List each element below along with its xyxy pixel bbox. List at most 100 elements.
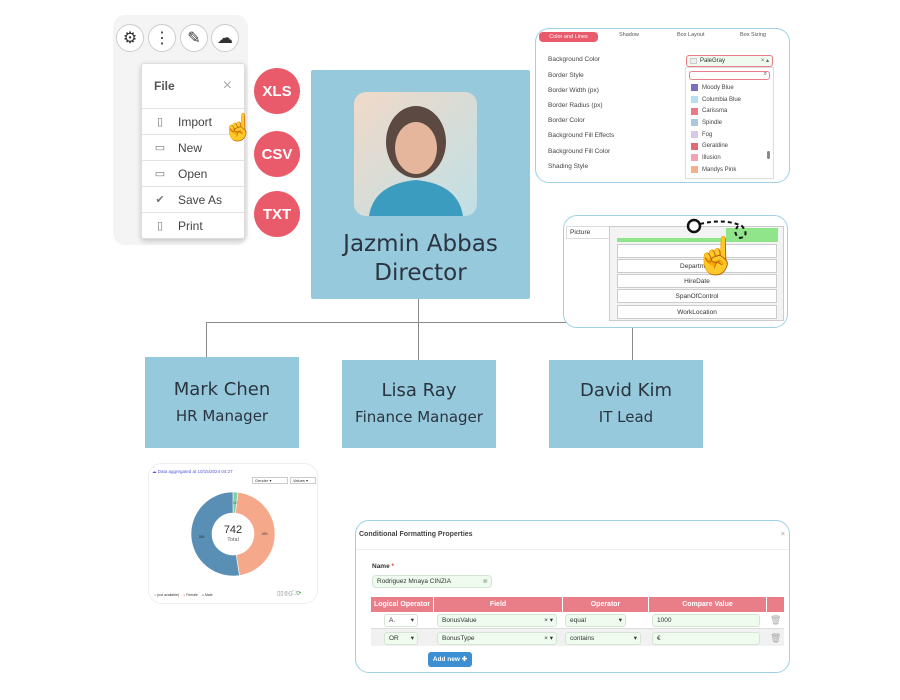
background-color-select[interactable]: PaleGray × ▴ [686,55,773,67]
trash-icon[interactable]: 🗑 [770,633,782,643]
color-option[interactable]: Illusion [686,152,773,164]
field-item[interactable] [617,244,777,258]
aggregation-timestamp: ☁ Data aggregated at 10/15/2024 04:27 [152,469,233,474]
field-item[interactable]: HireDate [617,274,777,288]
operator-select[interactable]: contains▾ [565,632,641,645]
value-select[interactable]: Values ▾ [290,477,316,484]
color-option[interactable]: Geraldine [686,140,773,152]
color-option[interactable]: Spindle [686,117,773,129]
legend-dot-icon: ● [183,593,186,597]
cloud-icon[interactable]: ☁ [211,24,239,52]
clear-icon[interactable]: ⊗ [482,578,488,585]
color-swatch [691,119,698,127]
name-label: Name * [372,563,395,570]
org-node-root[interactable]: Jazmin Abbas Director [311,70,530,299]
color-swatch [691,107,698,115]
field-item[interactable]: SpanOfControl [617,289,777,303]
dialog-title: Conditional Formatting Properties [359,531,473,538]
xls-badge[interactable]: XLS [254,68,300,114]
slice-label: 14 [233,501,237,505]
color-option[interactable]: Fog [686,129,773,141]
selected-color: PaleGray [700,58,726,64]
menu-label: Print [178,218,203,233]
select-value: Gender [255,478,269,483]
color-swatch [691,142,698,150]
node-name: Jazmin Abbas [343,231,498,257]
color-option[interactable]: Mandys Pink [686,164,773,176]
export-icons[interactable]: ▯▯◎▯⛶⟳ [277,591,302,597]
menu-label: Save As [178,192,223,207]
close-icon[interactable]: × [222,77,232,94]
menu-item-save-as[interactable]: ✔Save As [142,186,244,212]
tab-shadow[interactable]: Shadow [619,32,639,38]
node-name: Lisa Ray [381,380,457,401]
slice-label: 339 [262,532,268,536]
pdf-icon: ▯ [156,220,164,232]
column-header [767,597,784,612]
name-input[interactable]: Rodriguez Mnaya CINZIA⊗ [372,575,492,588]
node-title: Finance Manager [355,408,483,426]
compare-value-input[interactable]: € [652,632,760,645]
chart-panel: ☁ Data aggregated at 10/15/2024 04:27 Ge… [148,463,318,604]
legend-item[interactable]: ● Female [183,593,198,597]
logical-operator-select[interactable]: A.▾ [384,614,418,627]
person-photo [369,106,463,216]
property-label: Background Fill Color [548,148,611,155]
field-select[interactable]: BonusValue× ▾ [437,614,557,627]
field-item[interactable]: Department [617,259,777,273]
tab-box-sizing[interactable]: Box Sizing [740,32,766,38]
donut-slice[interactable] [235,491,276,576]
color-search-input[interactable]: ⌕ [689,71,770,80]
color-option[interactable]: Carissma [686,105,773,117]
donut-slice[interactable] [190,491,240,577]
menu-item-import[interactable]: ▯Import [142,108,244,134]
trash-icon[interactable]: 🗑 [770,615,782,625]
color-option[interactable]: Moody Blue [686,82,773,94]
color-option-label: Carissma [702,108,728,115]
legend-dot-icon: ● [154,593,157,597]
slice-label: 389 [199,535,205,539]
column-header: Field [434,597,562,612]
menu-item-new[interactable]: ▭New [142,134,244,160]
color-option-label: Moody Blue [702,84,734,91]
color-swatch [691,84,698,92]
tab-box-layout[interactable]: Box Layout [677,32,705,38]
add-new-button[interactable]: Add new ✚ [428,652,472,667]
legend-item[interactable]: ● (not available) [154,593,179,597]
scrollbar[interactable] [767,151,770,159]
close-icon[interactable]: × [780,531,785,538]
timestamp-text: Data aggregated at 10/15/2024 04:27 [157,469,233,474]
field-item[interactable]: WorkLocation [617,305,777,319]
hand-cursor-icon: ☝ [222,112,255,142]
more-vertical-icon[interactable]: ⋮ [148,24,176,52]
group-select[interactable]: Gender ▾ [252,477,288,484]
txt-badge[interactable]: TXT [254,191,300,237]
operator-select[interactable]: equal▾ [565,614,626,627]
tab-color-and-lines[interactable]: Color and Lines [539,32,598,42]
csv-badge[interactable]: CSV [254,131,300,177]
edit-icon[interactable]: ✎ [180,24,208,52]
property-label: Border Color [548,117,585,124]
logical-operator-select[interactable]: OR▾ [384,632,418,645]
menu-item-print[interactable]: ▯ Print [142,212,244,238]
compare-value-input[interactable]: 1000 [652,614,760,627]
field-select[interactable]: BonusType× ▾ [437,632,557,645]
legend-item[interactable]: ● Male [202,593,213,597]
color-swatch [691,96,698,104]
gear-icon[interactable]: ⚙ [116,24,144,52]
color-option-label: Illusion [702,154,721,161]
dropdown-arrow-icon: × ▴ [760,58,769,64]
color-option[interactable]: Columbia Blue [686,94,773,106]
property-label: Border Width (px) [548,87,599,94]
donut-total-value: 742 [223,524,243,536]
folder-new-icon: ▭ [154,142,166,154]
property-label: Background Color [548,56,601,63]
file-import-icon: ▯ [156,116,164,128]
menu-item-open[interactable]: ▭Open [142,160,244,186]
legend-label: Female [186,593,198,597]
legend-label: (not available) [157,593,180,597]
color-option-label: Mandys Pink [702,166,737,173]
